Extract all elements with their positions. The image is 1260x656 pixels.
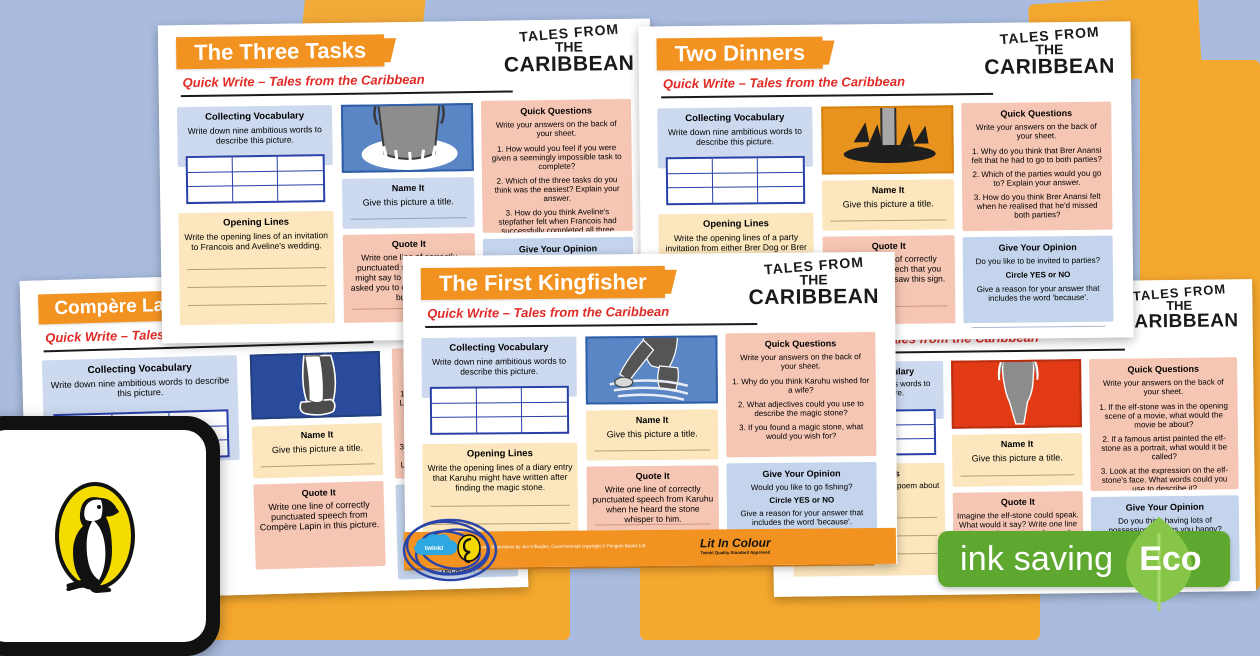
vocab-cell[interactable] xyxy=(187,172,234,188)
vocab-cell[interactable] xyxy=(477,417,523,433)
vocab-cell[interactable] xyxy=(522,417,567,432)
vocab-cell[interactable] xyxy=(187,157,233,173)
opening-lines-panel: Opening Lines Write the opening lines of… xyxy=(178,211,335,326)
puffin-books-logo xyxy=(55,482,135,593)
eco-badge-eco-label: Eco xyxy=(1139,539,1202,578)
vocab-cell[interactable] xyxy=(232,156,278,173)
svg-text:twinkl: twinkl xyxy=(425,545,444,552)
tablet-device-frame xyxy=(0,416,220,656)
writing-line[interactable] xyxy=(187,303,327,307)
name-it-panel: Name It Give this picture a title. xyxy=(251,422,384,479)
vocabulary-grid[interactable] xyxy=(665,155,806,206)
give-your-opinion-panel: Give Your Opinion Do you like to be invi… xyxy=(962,235,1114,324)
vocab-cell[interactable] xyxy=(476,402,523,418)
quick-questions-panel: Quick Questions Write your answers on th… xyxy=(725,332,877,458)
writing-line[interactable] xyxy=(187,285,327,289)
wooden-signpost-illustration xyxy=(821,105,954,175)
writing-line[interactable] xyxy=(830,219,947,222)
worksheet-card-two-dinners[interactable]: Two Dinners Quick Write – Tales from the… xyxy=(638,21,1134,343)
card-title: The First Kingfisher xyxy=(438,269,647,296)
crouching-fisherman-illustration xyxy=(585,335,718,405)
vocab-cell[interactable] xyxy=(277,170,324,187)
vocab-cell[interactable] xyxy=(667,158,713,174)
card-title: The Three Tasks xyxy=(194,37,367,65)
writing-line[interactable] xyxy=(960,474,1075,477)
name-it-panel: Name It Give this picture a title. xyxy=(586,409,719,461)
writing-line[interactable] xyxy=(594,523,712,526)
name-it-panel: Name It Give this picture a title. xyxy=(951,433,1083,487)
card-title-banner: Two Dinners xyxy=(656,36,824,71)
card-title-banner: The Three Tasks xyxy=(175,34,385,70)
eco-badge-ink-label: ink saving xyxy=(960,539,1114,578)
vocab-cell[interactable] xyxy=(667,173,714,189)
lit-in-colour-logo: Lit In Colour Twinkl Quality Standard Ap… xyxy=(699,535,771,556)
quick-questions-panel: Quick Questions Write your answers on th… xyxy=(1089,357,1239,492)
vocab-cell[interactable] xyxy=(757,172,804,188)
card-subtitle: Quick Write – Tales from the Caribbean xyxy=(182,71,425,91)
vocab-cell[interactable] xyxy=(233,186,279,202)
vocab-cell[interactable] xyxy=(712,158,758,174)
writing-line[interactable] xyxy=(594,449,711,452)
metal-bucket-illustration xyxy=(340,103,474,173)
ink-saving-eco-badge: ink saving Eco xyxy=(938,517,1230,611)
writing-line[interactable] xyxy=(971,325,1106,329)
worksheet-card-compere-lapin[interactable]: Compère Lapin and the Good Sense Quick W… xyxy=(19,267,529,601)
series-brand: TALES FROM THE CARIBBEAN xyxy=(748,253,880,310)
writing-line[interactable] xyxy=(187,267,327,271)
vocab-cell[interactable] xyxy=(889,410,934,426)
name-it-panel: Name It Give this picture a title. xyxy=(341,177,475,229)
card-subtitle: Quick Write – Tales from the Caribbean xyxy=(427,303,670,321)
series-brand: TALES FROM THE CARIBBEAN xyxy=(1119,281,1239,333)
vocab-cell[interactable] xyxy=(712,172,759,189)
title-underline xyxy=(661,92,994,99)
vocab-cell[interactable] xyxy=(758,187,803,202)
vocab-cell[interactable] xyxy=(521,402,568,418)
vocab-cell[interactable] xyxy=(713,187,759,203)
device-screen xyxy=(0,430,206,642)
quick-questions-panel: Quick Questions Write your answers on th… xyxy=(961,101,1113,232)
worksheet-card-three-tasks[interactable]: The Three Tasks Quick Write – Tales from… xyxy=(157,18,655,344)
vocab-cell[interactable] xyxy=(757,157,803,173)
card-title: Two Dinners xyxy=(674,39,806,67)
writing-line[interactable] xyxy=(350,217,467,220)
rabbit-illustration xyxy=(249,351,382,420)
vocab-cell[interactable] xyxy=(668,188,714,204)
vocab-cell[interactable] xyxy=(232,171,279,187)
writing-line[interactable] xyxy=(260,463,375,468)
vocab-cell[interactable] xyxy=(521,387,567,403)
vocab-cell[interactable] xyxy=(889,424,935,440)
vocab-cell[interactable] xyxy=(278,185,323,200)
vocabulary-grid[interactable] xyxy=(429,385,570,435)
card-subtitle: Quick Write – Tales from the Caribbean xyxy=(662,73,906,92)
quote-it-panel: Quote It Write one line of correctly pun… xyxy=(253,480,386,570)
title-underline xyxy=(425,323,758,328)
stone-figure-illustration xyxy=(951,359,1082,429)
series-brand: TALES FROM THE CARIBBEAN xyxy=(984,23,1115,79)
vocab-cell[interactable] xyxy=(277,156,323,172)
leaf-icon xyxy=(1126,517,1192,611)
worksheet-card-first-kingfisher[interactable]: The First Kingfisher Quick Write – Tales… xyxy=(402,251,898,569)
card-title-banner: The First Kingfisher xyxy=(420,265,665,300)
vocab-cell[interactable] xyxy=(432,417,478,433)
title-underline xyxy=(180,90,513,98)
vocab-cell[interactable] xyxy=(476,388,522,404)
vocab-cell[interactable] xyxy=(431,388,477,404)
writing-line[interactable] xyxy=(430,504,570,507)
quick-questions-panel: Quick Questions Write your answers on th… xyxy=(480,98,633,233)
vocab-cell[interactable] xyxy=(431,403,478,419)
vocab-cell[interactable] xyxy=(890,439,934,454)
vocab-cell[interactable] xyxy=(188,186,234,203)
vocabulary-grid[interactable] xyxy=(185,154,326,205)
series-brand: TALES FROM THE CARIBBEAN xyxy=(503,20,635,77)
twinkl-logo: twinkl xyxy=(396,512,504,588)
name-it-panel: Name It Give this picture a title. xyxy=(821,179,955,231)
worksheet-card-elf-stone[interactable]: The Elf-Stone Quick Write – Tales from t… xyxy=(770,279,1256,597)
